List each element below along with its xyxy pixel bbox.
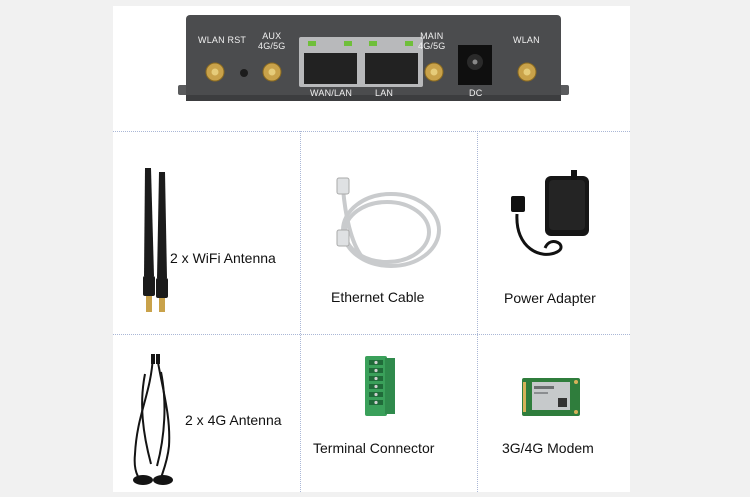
- aux-label: AUX 4G/5G: [258, 31, 286, 51]
- item-caption-modem: 3G/4G Modem: [502, 440, 594, 456]
- 4g-antenna-icon: [131, 354, 179, 488]
- lan-label: LAN: [375, 88, 394, 98]
- modem-card-icon: [522, 378, 580, 416]
- divider-top: [113, 131, 630, 132]
- router-back-panel: WLAN RST AUX 4G/5G MAIN 4G/5G WLAN WAN/L…: [178, 15, 569, 105]
- wlan-label: WLAN: [513, 35, 540, 45]
- wifi-antenna-icon: [135, 166, 175, 316]
- item-caption-terminal-connector: Terminal Connector: [313, 440, 435, 456]
- ethernet-cable-icon: [323, 174, 448, 274]
- wan-lan-label: WAN/LAN: [310, 88, 353, 98]
- item-caption-4g-antenna: 2 x 4G Antenna: [185, 412, 282, 428]
- power-adapter-icon: [511, 168, 601, 266]
- item-caption-wifi-antenna: 2 x WiFi Antenna: [170, 250, 276, 266]
- main-label: MAIN 4G/5G: [418, 31, 446, 51]
- item-caption-ethernet-cable: Ethernet Cable: [331, 289, 425, 305]
- dc-label: DC: [469, 88, 483, 98]
- item-caption-power-adapter: Power Adapter: [504, 290, 596, 306]
- terminal-connector-icon: [361, 354, 397, 420]
- product-sheet: WLAN RST AUX 4G/5G MAIN 4G/5G WLAN WAN/L…: [113, 6, 630, 492]
- divider-right: [477, 131, 478, 492]
- divider-left: [300, 131, 301, 492]
- wlan-rst-label: WLAN RST: [198, 35, 247, 45]
- router-image: [178, 15, 569, 101]
- divider-middle: [113, 334, 630, 335]
